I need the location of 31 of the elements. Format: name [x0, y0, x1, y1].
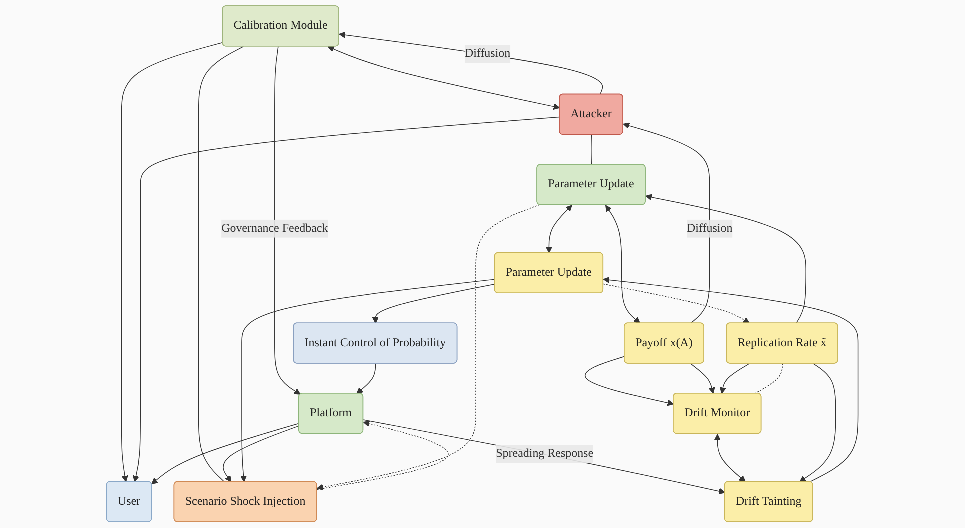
arrow [720, 363, 750, 394]
arrow [603, 276, 859, 482]
edge-label: Diffusion [687, 222, 733, 235]
arrow [240, 279, 496, 482]
arrow [223, 426, 300, 482]
connector [591, 134, 592, 166]
arrow [585, 356, 674, 406]
edge-label: Spreading Response [496, 447, 594, 460]
arrow [690, 363, 716, 394]
connector [198, 46, 244, 482]
edge-label: Diffusion [464, 47, 511, 60]
arrow [606, 205, 641, 324]
arrow [328, 46, 560, 110]
edge-label: Governance Feedback [222, 222, 328, 235]
connector [754, 363, 783, 394]
arrow [274, 46, 301, 395]
arrow [646, 194, 806, 324]
arrow [623, 122, 710, 324]
arrow [363, 420, 726, 495]
arrow [152, 423, 300, 485]
arrow [133, 116, 560, 482]
arrow [339, 32, 604, 95]
arrow [121, 42, 224, 482]
arrow [317, 204, 540, 491]
arrow [800, 363, 836, 482]
arrow [316, 420, 449, 490]
arrow [356, 363, 376, 394]
arrow [546, 205, 572, 254]
arrow [714, 434, 746, 482]
arrow [603, 284, 750, 324]
arrow [372, 284, 496, 324]
